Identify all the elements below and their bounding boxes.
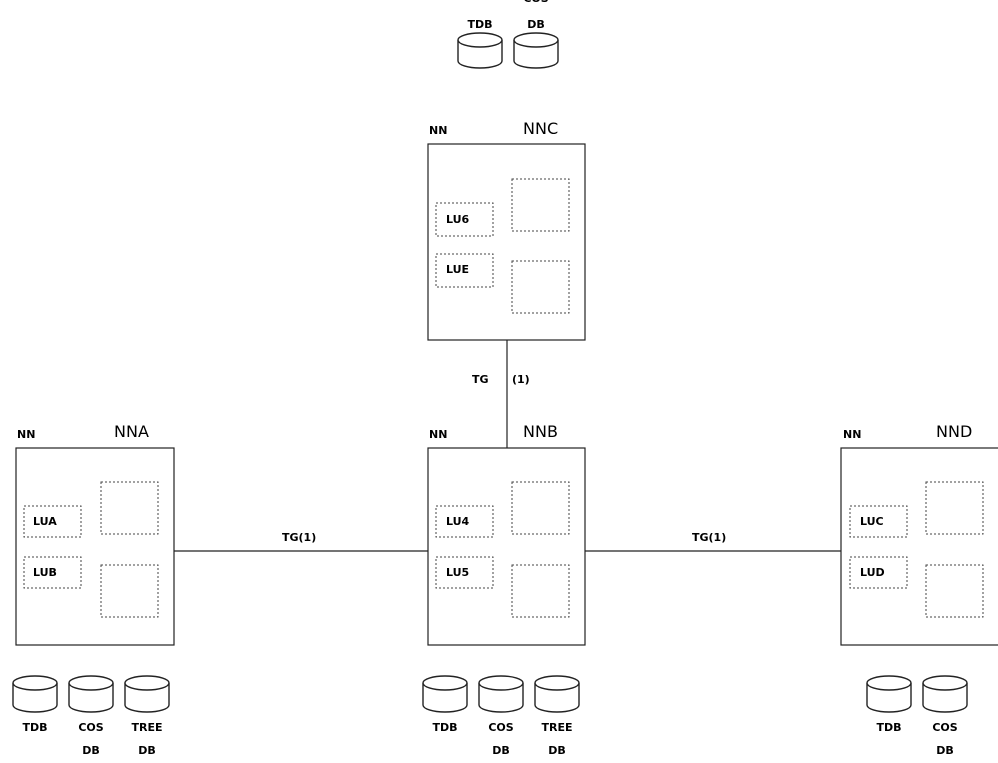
lu-label: LU5 [446, 566, 469, 579]
database-icon [922, 675, 968, 713]
database-icon [457, 32, 503, 69]
database-label: DB [548, 744, 566, 757]
database-label: DB [936, 744, 954, 757]
lu-label: LUC [860, 515, 884, 528]
node-nnc-name: NNC [523, 119, 558, 138]
lu-label: LUD [860, 566, 885, 579]
db-group-nna: TDB COS DB TREE DB [12, 675, 170, 757]
database-label: TREE [131, 721, 162, 734]
port-slot [925, 481, 984, 535]
lu-label: LU6 [446, 213, 470, 226]
lu-slot [435, 202, 494, 237]
node-nna: NN NNA LUA LUB [15, 422, 175, 646]
db-group-nnd: TDB COS DB [866, 675, 968, 757]
lu-label: LU4 [446, 515, 470, 528]
database-label: COS [78, 721, 103, 734]
database-label: COS [932, 721, 957, 734]
node-nnb: NN NNB LU4 LU5 [427, 422, 586, 646]
lu-slot [435, 505, 494, 538]
database-label: TDB [22, 721, 47, 734]
lu-slot [23, 505, 82, 538]
database-icon [534, 675, 580, 713]
port-slot [511, 260, 570, 314]
database-icon [12, 675, 58, 713]
lu-slot [849, 505, 908, 538]
node-nnb-name: NNB [523, 422, 558, 441]
lu-slot [849, 556, 908, 589]
node-nna-type: NN [17, 428, 35, 441]
node-nnc: NN NNC LU6 LUE [427, 119, 586, 341]
db-group-nnb: TDB COS DB TREE DB [422, 675, 580, 757]
database-label: COS [523, 0, 548, 5]
lu-slot [23, 556, 82, 589]
node-nnd-type: NN [843, 428, 861, 441]
database-icon [124, 675, 170, 713]
node-nnc-type: NN [429, 124, 447, 137]
port-slot [100, 481, 159, 535]
database-label: TDB [876, 721, 901, 734]
port-slot [925, 564, 984, 618]
database-label: TREE [541, 721, 572, 734]
database-label: DB [492, 744, 510, 757]
database-label: DB [527, 18, 545, 31]
database-icon [513, 32, 559, 69]
lu-label: LUE [446, 263, 469, 276]
port-slot [511, 481, 570, 535]
port-slot [100, 564, 159, 618]
lu-slot [435, 556, 494, 589]
lu-label: LUB [33, 566, 57, 579]
db-group-nnc: TDB COS DB [457, 0, 559, 69]
database-icon [422, 675, 468, 713]
database-icon [866, 675, 912, 713]
link-nnb-nnd-label: TG(1) [692, 531, 726, 544]
node-nnb-type: NN [429, 428, 447, 441]
database-label: DB [138, 744, 156, 757]
link-nnc-nnb-label: TG [472, 373, 489, 386]
database-label: TDB [432, 721, 457, 734]
database-icon [68, 675, 114, 713]
link-nna-nnb-label: TG(1) [282, 531, 316, 544]
node-nnd: NN NND LUC LUD [840, 422, 998, 646]
node-nnd-name: NND [936, 422, 972, 441]
database-label: DB [82, 744, 100, 757]
port-slot [511, 564, 570, 618]
database-label: TDB [467, 18, 492, 31]
database-label: COS [488, 721, 513, 734]
database-icon [478, 675, 524, 713]
lu-slot [435, 253, 494, 288]
lu-label: LUA [33, 515, 57, 528]
port-slot [511, 178, 570, 232]
link-nnc-nnb-number: (1) [512, 373, 530, 386]
node-nna-name: NNA [114, 422, 149, 441]
